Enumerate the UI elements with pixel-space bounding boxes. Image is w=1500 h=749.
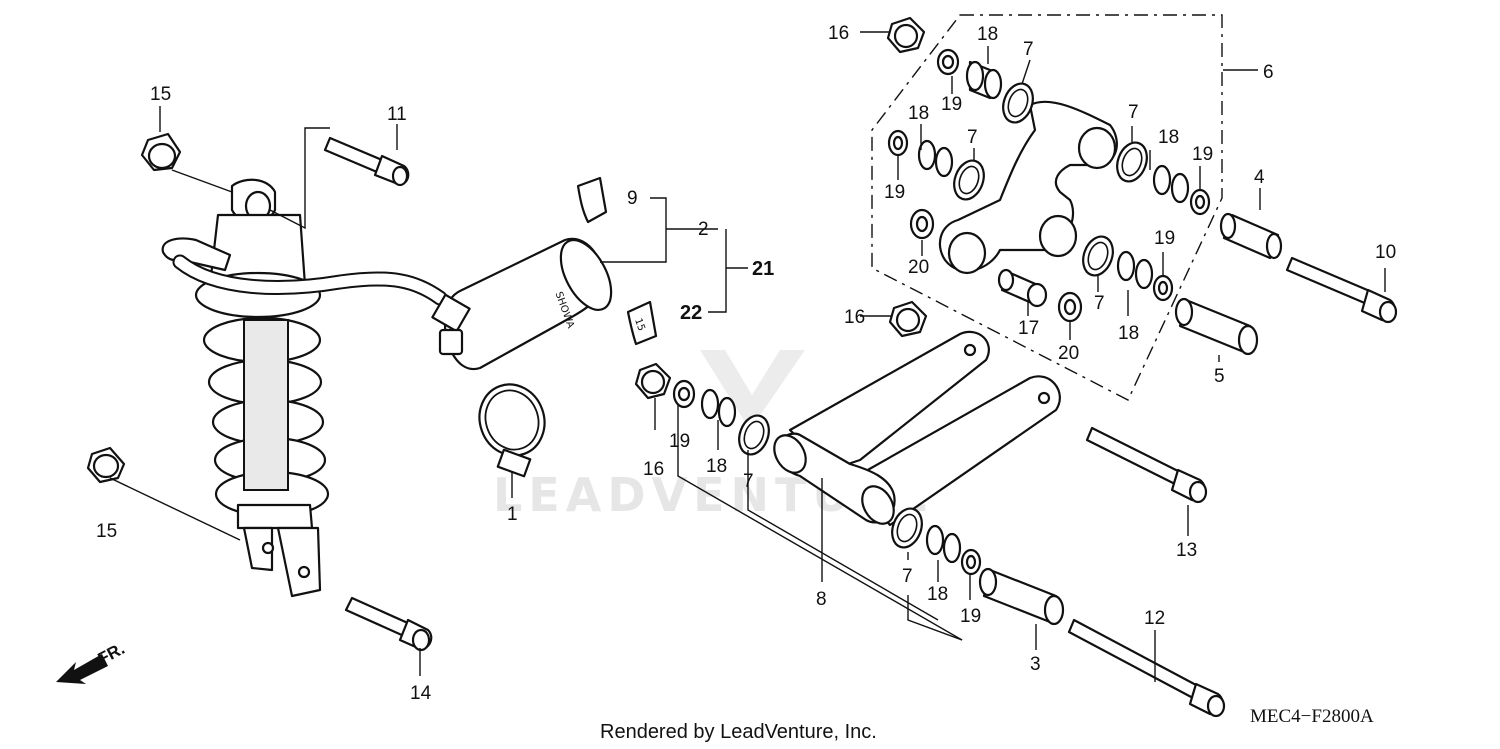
callout-7: 7 [1023, 39, 1034, 60]
bolt-14 [344, 596, 433, 652]
leadventure-logo-icon [700, 350, 805, 430]
rear-shock-absorber [161, 178, 330, 598]
callout-5: 5 [1214, 366, 1225, 387]
callout-7: 7 [1094, 293, 1105, 314]
assembly-outline-6 [871, 14, 1223, 401]
bolt-11 [323, 136, 410, 187]
callout-19: 19 [1192, 144, 1213, 165]
nut-15-bottom [86, 446, 126, 484]
callout-18: 18 [1118, 323, 1139, 344]
nut-16-lower [634, 362, 672, 400]
bolt-13 [1085, 426, 1208, 504]
callout-11: 11 [387, 104, 407, 125]
arm-seals-bearings [887, 48, 1211, 323]
callout-19: 19 [1154, 228, 1175, 249]
callout-7: 7 [902, 566, 913, 587]
callout-16: 16 [844, 307, 865, 328]
callout-18: 18 [908, 103, 929, 124]
callout-19: 19 [884, 182, 905, 203]
collar-5 [1174, 297, 1259, 356]
callout-18: 18 [977, 24, 998, 45]
rod-seals-bearings-right [891, 507, 982, 576]
callout-9: 9 [627, 188, 638, 209]
nut-16-middle [888, 300, 928, 338]
reservoir-tank: SHOWA [431, 237, 613, 371]
callout-20: 20 [908, 257, 929, 278]
callout-10: 10 [1375, 242, 1396, 263]
callout-19: 19 [669, 431, 690, 452]
leader-lines [109, 31, 1386, 682]
callout-16: 16 [643, 459, 664, 480]
bolt-12 [1067, 618, 1226, 718]
callout-6: 6 [1263, 62, 1274, 83]
footer-credit: Rendered by LeadVenture, Inc. [600, 721, 877, 743]
reservoir-band [478, 383, 546, 478]
collar-17 [997, 268, 1048, 308]
callout-8: 8 [816, 589, 827, 610]
nut-16-top [886, 16, 926, 54]
collar-3 [978, 567, 1065, 626]
callout-19: 19 [960, 606, 981, 627]
callout-18: 18 [1158, 127, 1179, 148]
callout-7: 7 [743, 471, 754, 492]
callout-16: 16 [828, 23, 849, 44]
callout-19: 19 [941, 94, 962, 115]
callout-13: 13 [1176, 540, 1197, 561]
cushion-connecting-rod [773, 330, 1061, 527]
svg-text:15: 15 [632, 317, 647, 333]
callout-7: 7 [967, 127, 978, 148]
callout-labels: 15 11 9 2 21 22 1 15 14 16 16 16 18 7 19… [96, 23, 1396, 704]
callout-14: 14 [410, 683, 432, 704]
collar-4 [1219, 212, 1283, 260]
rod-seals-bearings-left [672, 379, 770, 456]
callout-12: 12 [1144, 608, 1165, 629]
callout-21: 21 [752, 258, 774, 280]
callout-15: 15 [96, 521, 117, 542]
callout-4: 4 [1254, 167, 1265, 188]
label-22-sticker [626, 300, 658, 346]
callout-18: 18 [927, 584, 948, 605]
shock-arm [938, 100, 1118, 275]
arrow-left-down-icon [56, 654, 108, 684]
callout-22: 22 [680, 302, 702, 324]
label-9-sticker [576, 176, 608, 224]
callout-3: 3 [1030, 654, 1041, 675]
diagram-code: MEC4−F2800A [1250, 706, 1374, 727]
callout-20: 20 [1058, 343, 1079, 364]
callout-2: 2 [698, 219, 709, 240]
callout-15: 15 [150, 84, 171, 105]
callout-18: 18 [706, 456, 727, 477]
nut-15-top [140, 132, 182, 172]
callout-1: 1 [507, 504, 518, 525]
bolt-10 [1285, 256, 1398, 324]
callout-17: 17 [1018, 318, 1039, 339]
callout-7: 7 [1128, 102, 1139, 123]
